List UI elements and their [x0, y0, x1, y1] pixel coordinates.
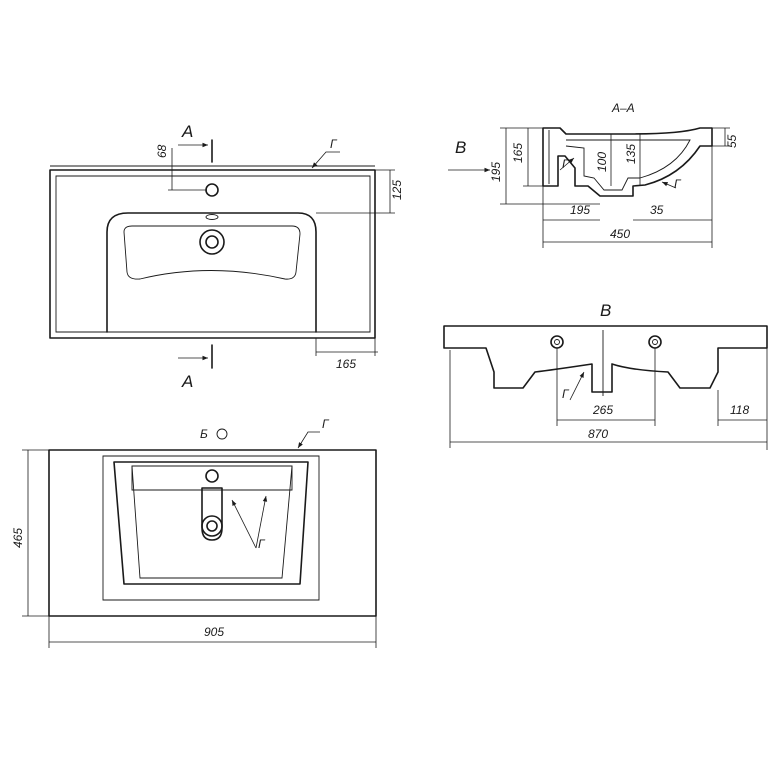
- section-mark-top: A: [181, 122, 193, 141]
- dim-195-text: 195: [489, 162, 503, 182]
- bottom-drain-ring: [201, 515, 223, 537]
- leader-g-bottom-2: [255, 495, 268, 549]
- dim-165-text: 165: [336, 357, 356, 371]
- section-view: A–A B 195 165 100 135 55 195 35 450: [448, 101, 739, 248]
- section-title: A–A: [611, 101, 635, 115]
- view-mark-b: B: [455, 138, 466, 157]
- leader-g-bottom-top-text: Г: [322, 417, 330, 431]
- top-rim-inner: [55, 175, 371, 333]
- bottom-view: Б 465 905 Г Г: [11, 417, 377, 648]
- tap-hole: [205, 183, 219, 197]
- overflow-slot: [205, 214, 219, 220]
- front-profile: [443, 325, 768, 393]
- front-view: B 265 118 870 Г: [443, 301, 768, 450]
- dim-125-text: 125: [390, 180, 404, 200]
- bottom-top-bar: [131, 465, 293, 491]
- section-inner: [565, 139, 691, 191]
- drain-inner: [205, 235, 219, 249]
- bottom-label-circle: [216, 428, 228, 440]
- front-hole-right-inner: [652, 339, 658, 345]
- leader-g-top: [311, 151, 340, 169]
- section-mark-bottom: A: [181, 372, 193, 391]
- dim-195b-text: 195: [570, 203, 590, 217]
- leader-g-section-2-text: Г: [674, 177, 682, 191]
- front-hole-left-inner: [554, 339, 560, 345]
- dim-450-text: 450: [610, 227, 630, 241]
- front-hole-right-outer: [648, 335, 662, 349]
- dim-135-text: 135: [624, 144, 638, 164]
- bottom-outline: [48, 449, 377, 617]
- dim-905-text: 905: [204, 625, 224, 639]
- leader-g-front: [569, 371, 585, 401]
- leader-g-bottom-top: [297, 431, 320, 449]
- leader-g-section-2: [661, 181, 677, 189]
- dim-465-text: 465: [11, 528, 25, 548]
- dim-68-text: 68: [155, 144, 169, 158]
- top-view: A A 68 125 165 Г: [49, 122, 404, 391]
- top-bowl-inner: [123, 225, 301, 280]
- leader-g-bottom-text: Г: [258, 537, 266, 551]
- leader-g-bottom-1: [231, 499, 257, 549]
- bottom-drain-core: [206, 520, 218, 532]
- dim-870-text: 870: [588, 427, 608, 441]
- dim-118-text: 118: [730, 403, 749, 417]
- bottom-basin: [113, 461, 309, 585]
- dim-35-text: 35: [650, 203, 664, 217]
- drain-outer: [199, 229, 225, 255]
- bottom-label: Б: [200, 427, 208, 441]
- dim-165-s-text: 165: [511, 143, 525, 163]
- leader-g-top-text: Г: [330, 137, 338, 151]
- front-title: B: [600, 301, 611, 320]
- bottom-inner-frame: [102, 455, 320, 601]
- dim-100-text: 100: [595, 152, 609, 172]
- section-profile: [542, 127, 713, 197]
- leader-g-section-1-text: Г: [562, 157, 570, 171]
- dim-55-text: 55: [725, 134, 739, 148]
- leader-g-section-1: [559, 157, 575, 171]
- bottom-tap-hole: [205, 469, 219, 483]
- top-bowl-outer: [106, 212, 317, 333]
- front-hole-left-outer: [550, 335, 564, 349]
- leader-g-front-text: Г: [562, 387, 570, 401]
- dim-265-text: 265: [592, 403, 613, 417]
